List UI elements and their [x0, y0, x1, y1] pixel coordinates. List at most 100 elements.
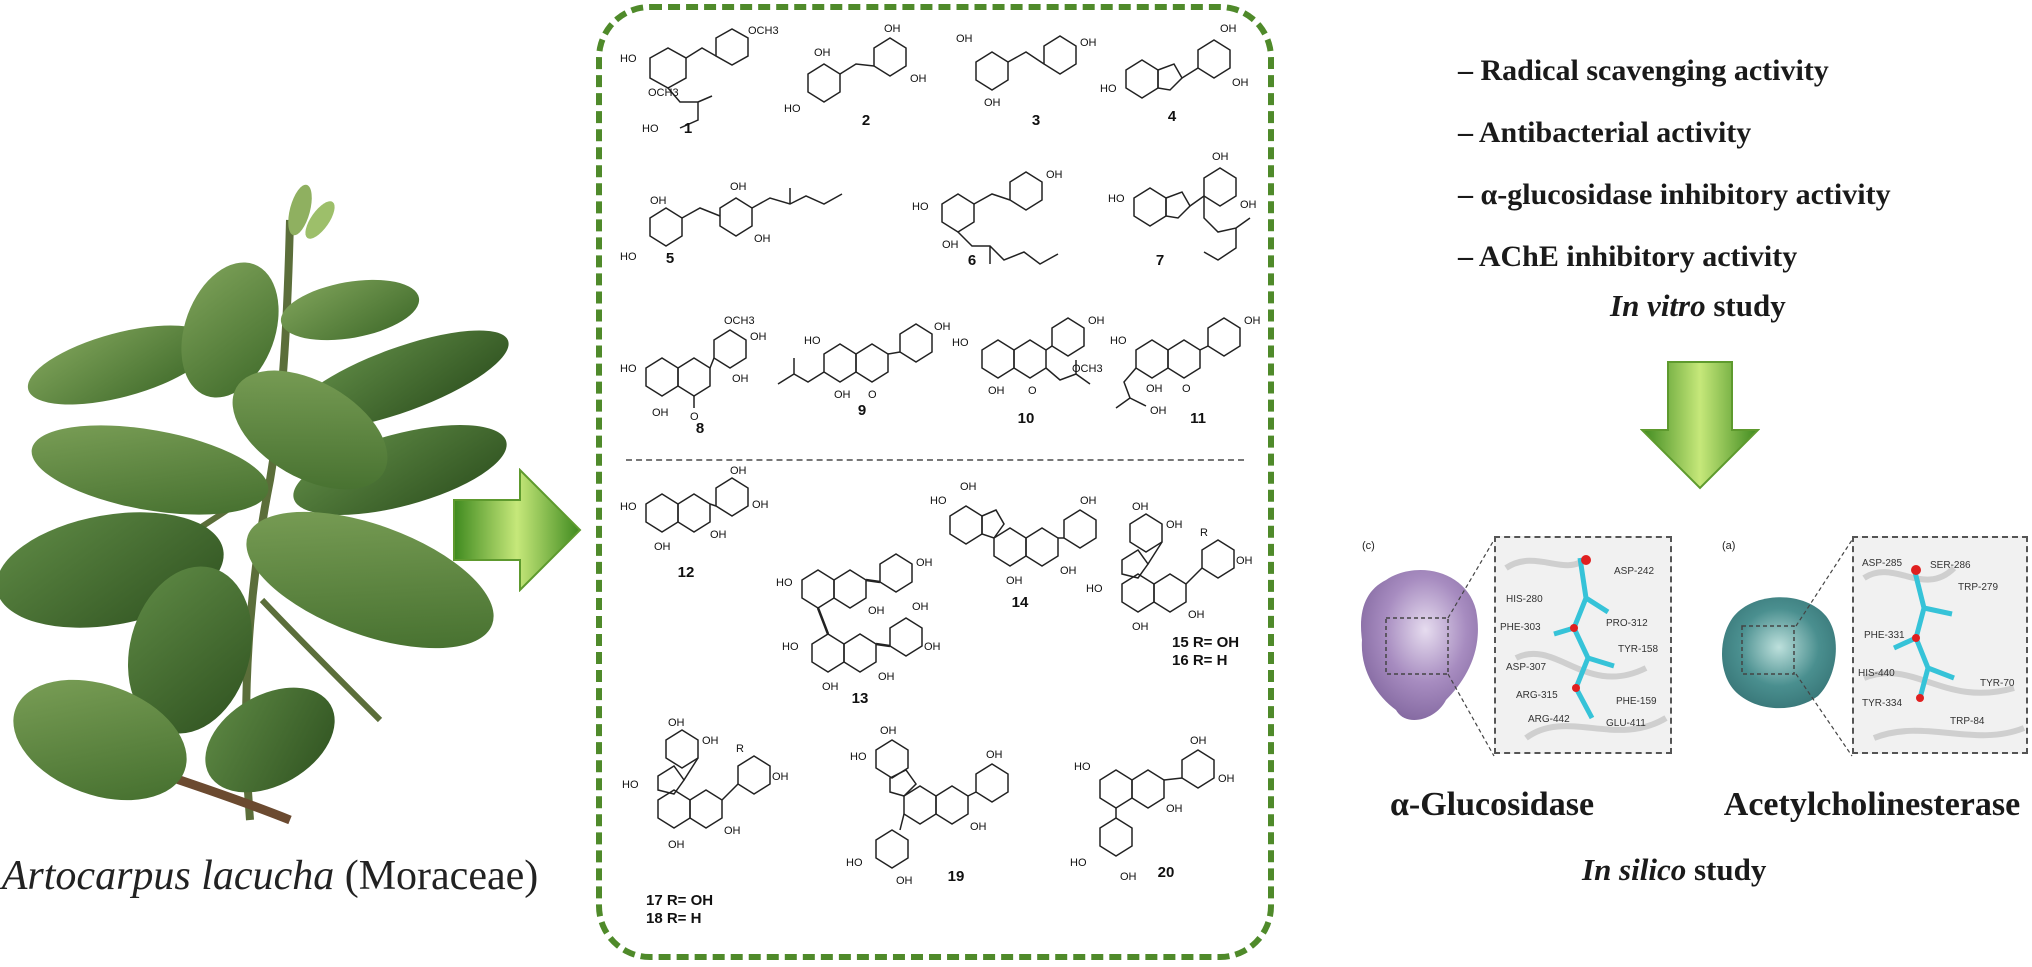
compound-6-structure: OH HO OH 6: [912, 164, 1082, 284]
group-oh: OH: [868, 605, 885, 617]
residue-label: TYR-334: [1862, 698, 1903, 709]
residue-label: ASP-285: [1862, 558, 1903, 569]
zoom-connector: [1446, 538, 1496, 758]
group-ho: HO: [1110, 335, 1127, 347]
compound-9-structure: OH HO OH O 9: [774, 314, 954, 434]
in-silico-italic: In silico: [1582, 852, 1687, 887]
group-ho: HO: [784, 103, 801, 115]
residue-label: ARG-442: [1528, 714, 1570, 725]
group-oh: OH: [924, 641, 941, 653]
compound-label: 10: [1017, 410, 1035, 427]
group-oh: OH: [654, 541, 671, 553]
group-ho: HO: [930, 495, 947, 507]
group-ketone: O: [1182, 383, 1191, 395]
group-oh: OH: [896, 875, 913, 887]
panel-letter-c: (c): [1362, 540, 1375, 552]
group-oh: OH: [1166, 519, 1183, 531]
group-oh: OH: [814, 47, 831, 59]
in-vitro-label: In vitro study: [1610, 288, 1910, 324]
group-ketone: O: [1028, 385, 1037, 397]
group-oh: OH: [750, 331, 767, 343]
group-oh: OH: [1240, 199, 1257, 211]
group-ho: HO: [850, 751, 867, 763]
panel-letter-a: (a): [1722, 540, 1736, 552]
group-ho: HO: [620, 363, 637, 375]
group-oh: OH: [880, 725, 897, 737]
group-oh: OH: [986, 749, 1003, 761]
group-oh: OH: [754, 233, 771, 245]
compound-2-structure: OH HO OH OH 2: [784, 23, 934, 129]
group-oh: OH: [724, 825, 741, 837]
group-oh: OH: [970, 821, 987, 833]
activity-antibacterial: – Antibacterial activity: [1458, 116, 1752, 149]
residue-label: SER-286: [1930, 560, 1971, 571]
down-arrow-icon: [1639, 360, 1761, 490]
group-oh: OH: [1244, 315, 1261, 327]
group-oh: OH: [1212, 151, 1229, 163]
plant-illustration: [0, 180, 540, 860]
group-och3: OCH3: [648, 87, 679, 99]
group-och3: OCH3: [1072, 363, 1103, 375]
glucosidase-zoom-panel: ASP-242 HIS-280 PRO-312 PHE-303 TYR-158 …: [1494, 536, 1672, 754]
residue-label: PHE-331: [1864, 630, 1905, 641]
group-oh: OH: [884, 23, 901, 35]
in-vitro-italic: In vitro: [1610, 288, 1706, 323]
right-arrow-icon: [452, 467, 582, 593]
residue-label: PHE-159: [1616, 696, 1657, 707]
group-oh: OH: [668, 717, 685, 729]
compound-label: 8: [695, 420, 705, 437]
group-oh: OH: [1232, 77, 1249, 89]
ache-surface: [1714, 586, 1844, 716]
compound-label: 1: [683, 120, 693, 137]
group-oh: OH: [1150, 405, 1167, 417]
group-oh: OH: [834, 389, 851, 401]
group-ho: HO: [912, 201, 929, 213]
compound-label: 11: [1190, 410, 1206, 427]
species-name: Artocarpus lacucha: [1, 853, 335, 899]
group-oh: OH: [910, 73, 927, 85]
group-oh: OH: [1236, 555, 1253, 567]
group-oh: OH: [1046, 169, 1063, 181]
compound-label: 18 R= H: [646, 910, 702, 927]
compound-8-structure: OCH3 OH HO OH OH O 8: [620, 315, 780, 438]
group-oh: OH: [916, 557, 933, 569]
activity-glucosidase: – α-glucosidase inhibitory activity: [1458, 178, 1891, 211]
residue-label: PHE-303: [1500, 622, 1541, 633]
compound-17-18-structure: OH OH R HO OH OH OH 17 R= OH 18 R= H: [618, 717, 798, 927]
group-ho: HO: [846, 857, 863, 869]
residue-label: TRP-84: [1950, 716, 1985, 727]
enzyme-name-glucosidase: α-Glucosidase: [1389, 786, 1595, 823]
group-oh: OH: [752, 499, 769, 511]
compound-7-structure: OH HO OH 7: [1108, 148, 1268, 278]
zoom-connector: [1794, 538, 1854, 758]
group-oh: OH: [1080, 37, 1097, 49]
group-oh: OH: [878, 671, 895, 683]
activity-radical-scavenging: – Radical scavenging activity: [1458, 54, 1829, 87]
group-ho: HO: [1100, 83, 1117, 95]
compound-label: 17 R= OH: [646, 892, 714, 909]
group-oh: OH: [650, 195, 667, 207]
ache-zoom-panel: ASP-285 SER-286 TRP-279 PHE-331 HIS-440 …: [1852, 536, 2028, 754]
compound-label: 20: [1157, 864, 1175, 881]
group-ketone: O: [690, 411, 699, 423]
in-vitro-rest: study: [1705, 288, 1786, 323]
group-r: R: [1200, 527, 1208, 539]
compound-label: 19: [947, 868, 965, 885]
activity-list: – Radical scavenging activity – Antibact…: [1458, 40, 2018, 288]
group-oh: OH: [730, 465, 747, 477]
compound-19-structure: OH HO OH OH HO OH 19: [836, 725, 1036, 890]
group-ho: HO: [620, 251, 637, 263]
group-oh: OH: [1080, 495, 1097, 507]
group-oh: OH: [668, 839, 685, 851]
group-oh: OH: [1132, 501, 1149, 513]
group-oh: OH: [1220, 23, 1237, 35]
residue-label: ASP-307: [1506, 662, 1547, 673]
group-ho: HO: [1086, 583, 1103, 595]
group-oh: OH: [1088, 315, 1105, 327]
group-oh: OH: [912, 601, 929, 613]
compound-13-structure: OH HO OH OH HO OH OH OH 13: [752, 550, 952, 720]
family-name: (Moraceae): [344, 853, 539, 899]
compound-14-structure: OH HO OH OH OH 14: [930, 476, 1110, 626]
group-ho: HO: [1074, 761, 1091, 773]
plant-caption: Artocarpus lacucha (Moraceae): [0, 852, 540, 900]
